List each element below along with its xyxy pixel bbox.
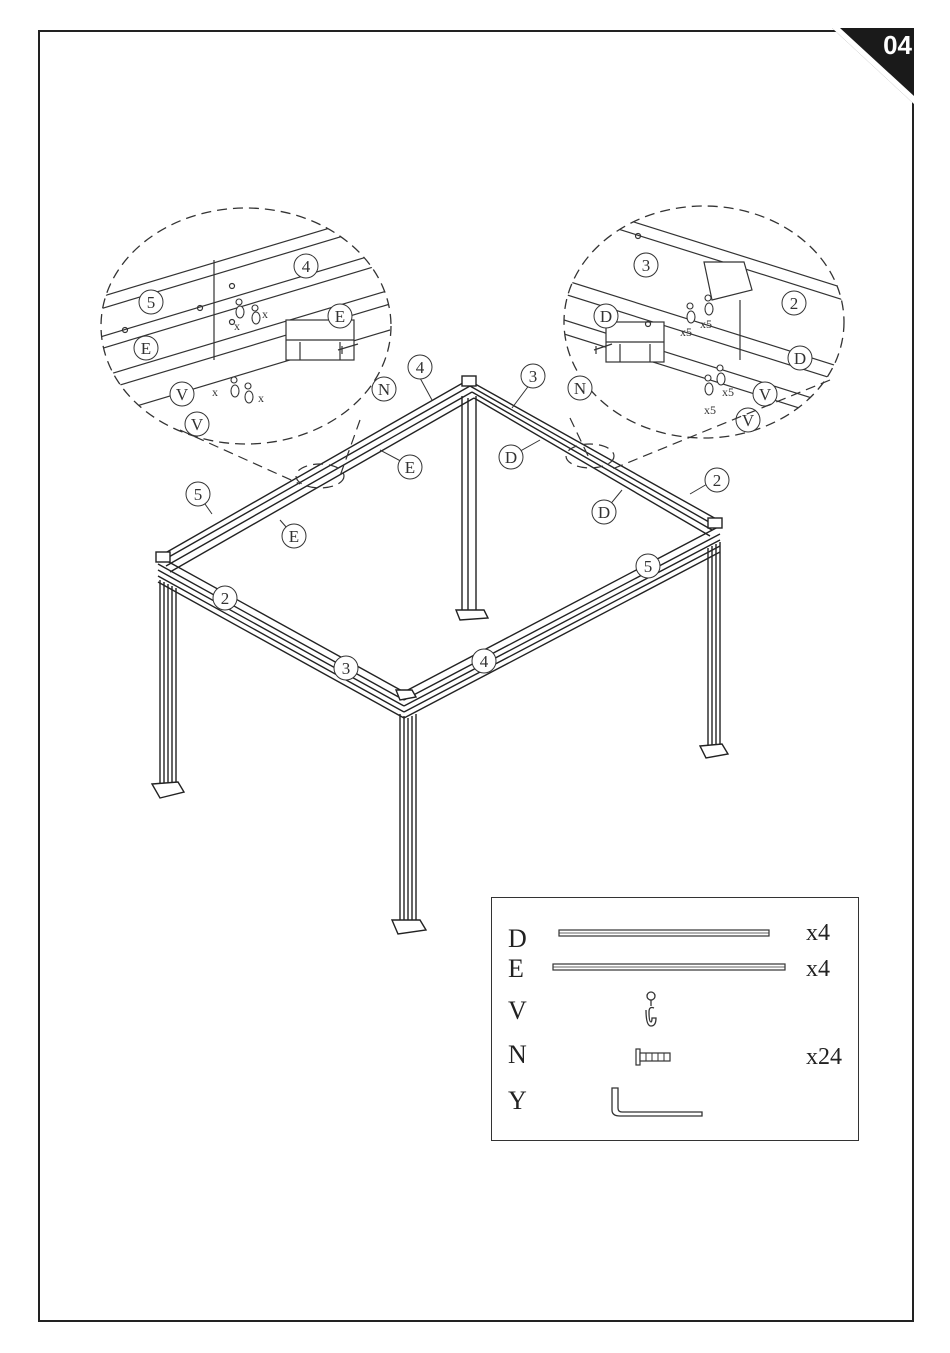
beam-front-left <box>158 556 404 718</box>
callout-beam-3-top: 3 <box>529 367 538 386</box>
callout-beam-4-top: 4 <box>416 358 425 377</box>
callout-E-detail: E <box>335 307 345 326</box>
part-qty-D: x4 <box>806 920 830 947</box>
post-front-right <box>700 542 728 758</box>
callout-V-detail-right: V <box>759 385 772 404</box>
part-letter-E: E <box>508 954 524 984</box>
rail-icon <box>552 962 788 974</box>
callout-beam-5-front: 5 <box>644 557 653 576</box>
beam-front-right <box>404 526 720 718</box>
callout-beam-2-front: 2 <box>221 589 230 608</box>
pergola-frame <box>152 376 728 934</box>
part-letter-V: V <box>508 996 527 1026</box>
callout-E-top: E <box>405 458 415 477</box>
part-letter-Y: Y <box>508 1086 527 1116</box>
part-letter-D: D <box>508 924 527 954</box>
post-back <box>456 396 488 620</box>
post-front-center <box>392 714 426 934</box>
screw-icon <box>634 1048 674 1066</box>
callout-beam-5-left: 5 <box>194 485 203 504</box>
part-letter-N: N <box>508 1040 527 1070</box>
qty-mark-right-2: x5 <box>700 317 712 331</box>
callout-N-detail: N <box>378 380 390 399</box>
allen-key-icon <box>608 1084 708 1120</box>
part-qty-N: x24 <box>806 1044 842 1071</box>
callout-V-detail-2: V <box>191 415 204 434</box>
qty-mark-right-3: x5 <box>722 385 734 399</box>
rail-icon <box>558 928 772 940</box>
qty-mark-left-1: x <box>234 319 240 333</box>
callout-beam-3-detail: 3 <box>642 256 651 275</box>
hook-icon <box>640 990 662 1030</box>
qty-mark-left-4: x <box>258 391 264 405</box>
callout-E-detail-2: E <box>141 339 151 358</box>
callout-D-top: D <box>505 448 517 467</box>
post-front-left <box>152 580 184 798</box>
callout-V-detail: V <box>176 385 189 404</box>
callout-beam-4-front: 4 <box>480 652 489 671</box>
callout-E-left: E <box>289 527 299 546</box>
callout-beam-2-right: 2 <box>713 471 722 490</box>
beam-back-left <box>160 380 474 572</box>
callout-D-detail-2: D <box>794 349 806 368</box>
detail-right: 3 2 D D N V V x5 x5 x5 x5 <box>564 200 850 438</box>
callout-D-detail: D <box>600 307 612 326</box>
parts-list: D x4 E x4 V N x24 Y <box>491 897 859 1141</box>
callout-D-right: D <box>598 503 610 522</box>
callout-beam-2-detail: 2 <box>790 294 799 313</box>
detail-left: 4 5 E E V V N x x x x <box>90 208 396 444</box>
qty-mark-left-3: x <box>212 385 218 399</box>
callout-N-detail-right: N <box>574 379 586 398</box>
callout-beam-4-detail: 4 <box>302 257 311 276</box>
qty-mark-left-2: x <box>262 307 268 321</box>
qty-mark-right-4: x5 <box>704 403 716 417</box>
callout-beam-3-front: 3 <box>342 659 351 678</box>
part-qty-E: x4 <box>806 956 830 983</box>
callout-beam-5-detail: 5 <box>147 293 156 312</box>
qty-mark-right-1: x5 <box>680 325 692 339</box>
